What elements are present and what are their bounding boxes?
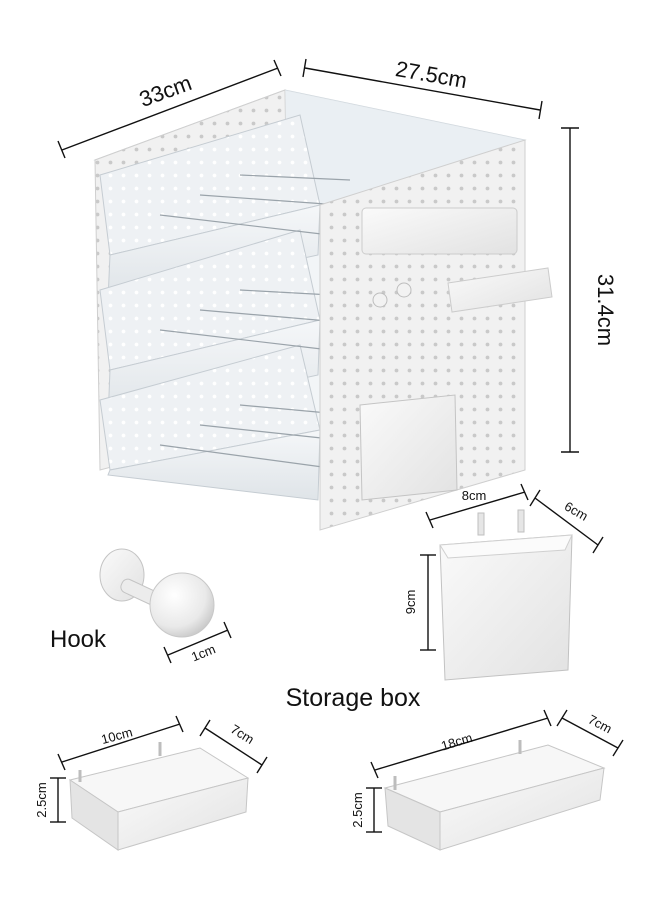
cup-height-line (420, 554, 436, 651)
hook-dimension-line (163, 621, 232, 664)
storage-box-title: Storage box (286, 684, 421, 712)
cup-width-line (425, 483, 529, 529)
cup-height-label: 9cm (403, 590, 418, 615)
small-tray-width-label: 10cm (100, 724, 135, 747)
hook-label: Hook (50, 626, 107, 653)
long-tray-width-line (370, 709, 552, 779)
mounted-small-tray (361, 207, 518, 255)
cup-depth-line (529, 489, 604, 554)
long-tray-width-label: 18cm (439, 730, 474, 754)
small-tray-image (68, 742, 250, 851)
long-tray-depth-line (556, 709, 624, 757)
main-organizer-image (93, 89, 553, 531)
small-tray-depth-line (199, 719, 268, 774)
small-tray-height-line (50, 777, 66, 823)
depth-dimension-label: 27.5cm (394, 56, 469, 93)
cup-accessory-image (439, 509, 573, 681)
small-tray-depth-label: 7cm (228, 721, 257, 747)
long-tray-height-line (366, 787, 382, 833)
mounted-long-tray (447, 267, 553, 313)
dimension-height-line (561, 127, 579, 453)
mounted-cup (359, 394, 458, 501)
mounted-hooks (372, 282, 412, 308)
height-dimension-label: 31.4cm (593, 274, 618, 346)
width-dimension-label: 33cm (136, 70, 195, 112)
dimension-depth-line (302, 58, 543, 120)
hook-image (99, 548, 215, 638)
small-tray-width-line (57, 715, 184, 771)
long-tray-height-label: 2.5cm (350, 792, 365, 827)
small-tray-height-label: 2.5cm (34, 782, 49, 817)
long-tray-image (383, 740, 606, 851)
cup-depth-label: 6cm (562, 498, 591, 523)
dimension-width-line (57, 59, 282, 159)
cup-width-label: 8cm (462, 488, 487, 503)
